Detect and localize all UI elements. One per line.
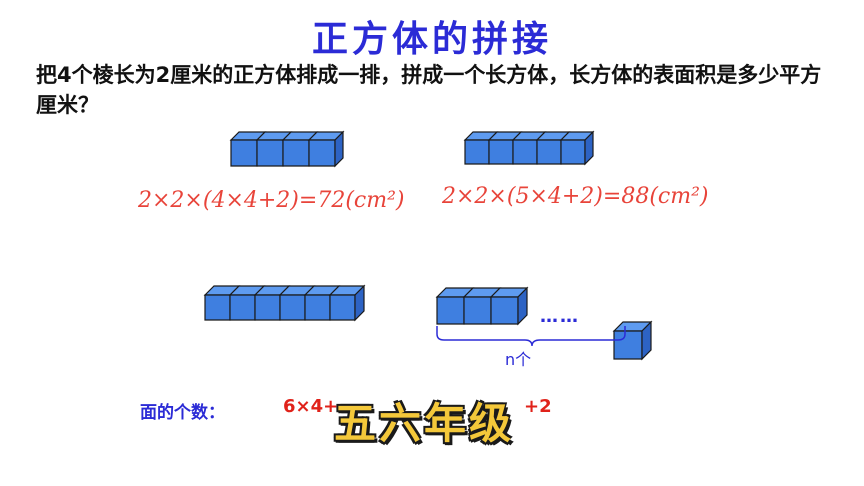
cube-front-face — [279, 294, 306, 321]
cube-row-6 — [203, 284, 366, 322]
ellipsis: …… — [540, 306, 580, 327]
cube-front-face — [560, 139, 586, 165]
page-title: 正方体的拼接 — [311, 19, 552, 60]
cube-front-face — [512, 139, 538, 165]
cube-side-face — [334, 130, 344, 168]
handwritten-calc-right: 2×2×(5×4+2)=88(cm²) — [442, 184, 709, 209]
cube-front-face — [304, 294, 331, 321]
cube-front-face — [536, 139, 562, 165]
cube-front-face — [230, 139, 258, 167]
cube-front-face — [254, 294, 281, 321]
cube-front-face — [613, 330, 643, 360]
cube-front-face — [464, 139, 490, 165]
cube-side-face — [584, 130, 594, 166]
cube-row-4 — [229, 130, 345, 168]
cube-front-face — [488, 139, 514, 165]
cube-side-face — [354, 284, 365, 322]
cube-front-face — [308, 139, 336, 167]
cube-row-5 — [463, 130, 595, 166]
face-count-label: 面的个数： — [140, 403, 225, 423]
cube-row-3 — [435, 286, 529, 326]
cube-front-face — [463, 296, 492, 325]
question-text: 把4个棱长为2厘米的正方体排成一排，拼成一个长方体，长方体的表面积是多少平方厘米… — [36, 63, 822, 117]
grade-overlay-text: 五六年级 — [334, 399, 515, 448]
face-count-formula-left: 6×4+ — [283, 396, 339, 417]
cube-side-face — [641, 320, 652, 361]
face-count-formula-right: +2 — [524, 396, 552, 417]
cube-front-face — [436, 296, 465, 325]
n-count-label: n个 — [505, 350, 532, 369]
n-brace — [436, 326, 626, 347]
handwritten-calc-left: 2×2×(4×4+2)=72(cm²) — [138, 188, 405, 213]
cube-front-face — [204, 294, 231, 321]
cube-front-face — [490, 296, 519, 325]
cube-side-face — [517, 286, 528, 326]
cube-front-face — [256, 139, 284, 167]
cube-front-face — [329, 294, 356, 321]
single-cube — [612, 320, 653, 361]
cube-front-face — [229, 294, 256, 321]
cube-front-face — [282, 139, 310, 167]
